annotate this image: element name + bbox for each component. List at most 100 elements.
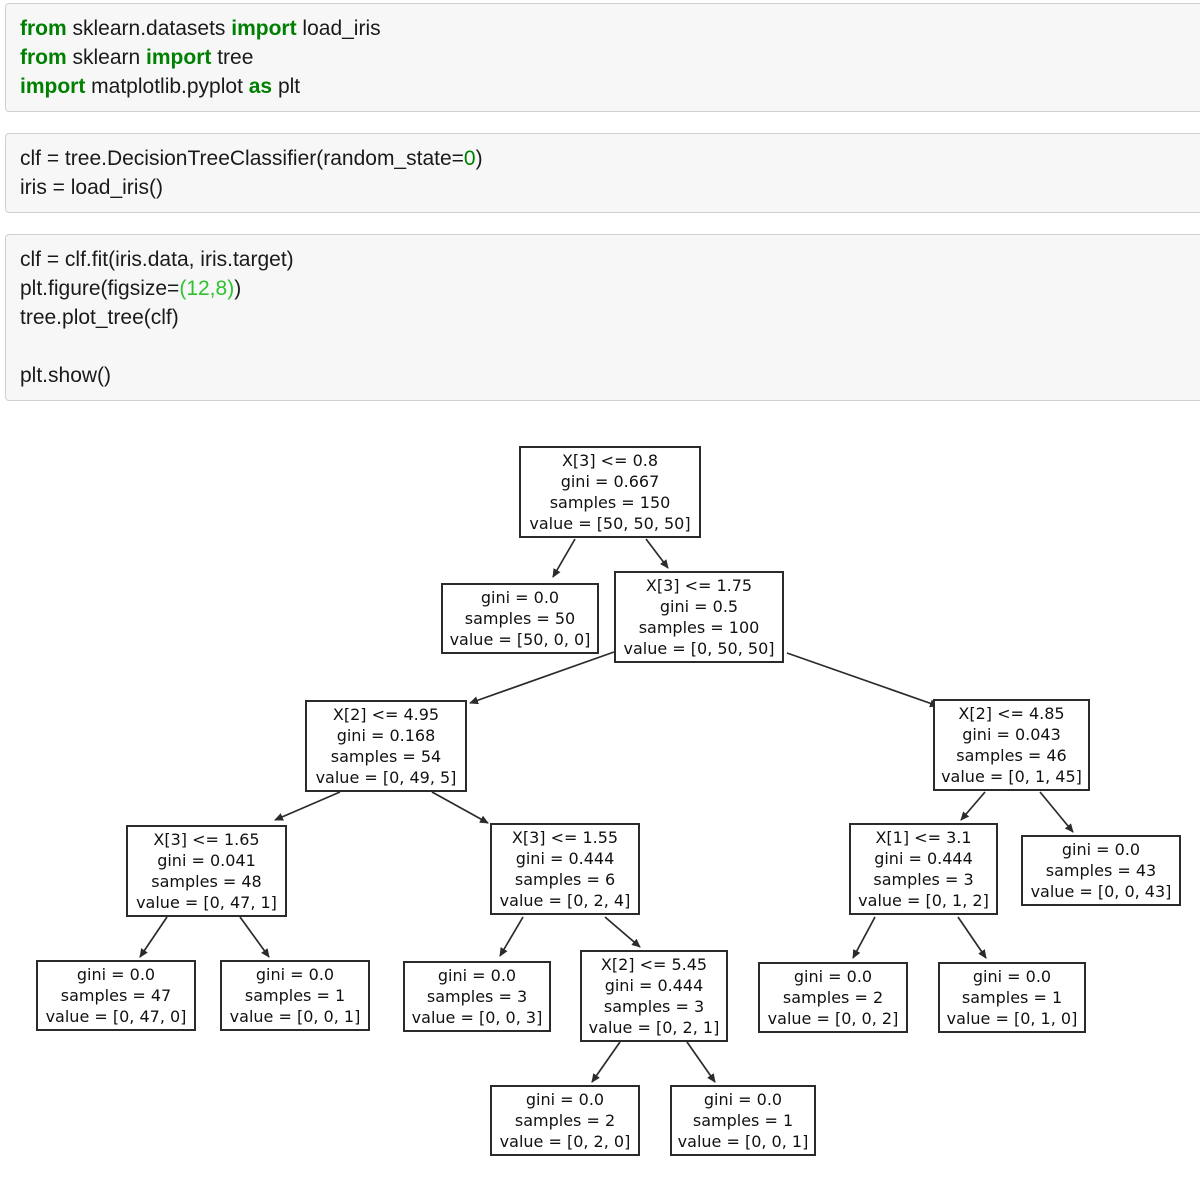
- tree-node-7: X[1] <= 3.1 gini = 0.444 samples = 3 val…: [849, 823, 998, 915]
- node-value: value = [0, 2, 1]: [588, 1018, 720, 1037]
- code-line-blank: [20, 332, 1193, 361]
- node-gini: gini = 0.0: [480, 588, 560, 607]
- code-token: ): [234, 277, 242, 300]
- code-token: clf = clf.fit(iris.data, iris.target): [20, 248, 294, 271]
- code-token: iris = load_iris(): [20, 176, 163, 199]
- code-token: plt: [272, 75, 301, 98]
- tree-node-0-root: X[3] <= 0.8 gini = 0.667 samples = 150 v…: [519, 446, 701, 538]
- node-gini: gini = 0.043: [962, 725, 1061, 744]
- node-samples: samples = 46: [956, 746, 1067, 765]
- code-token: matplotlib.pyplot: [85, 75, 249, 98]
- node-gini: gini = 0.667: [560, 472, 660, 491]
- node-samples: samples = 1: [692, 1111, 794, 1130]
- node-split-rule: X[3] <= 0.8: [561, 451, 659, 470]
- tree-node-13: gini = 0.0 samples = 2 value = [0, 0, 2]: [758, 962, 908, 1033]
- tree-node-9: gini = 0.0 samples = 47 value = [0, 47, …: [36, 960, 196, 1031]
- node-value: value = [0, 50, 50]: [623, 639, 775, 658]
- node-samples: samples = 2: [514, 1111, 616, 1130]
- node-samples: samples = 43: [1045, 861, 1157, 880]
- node-split-rule: X[1] <= 3.1: [875, 828, 972, 847]
- node-value: value = [0, 47, 1]: [136, 893, 277, 912]
- node-gini: gini = 0.5: [659, 597, 739, 616]
- code-line: tree.plot_tree(clf): [20, 303, 1193, 332]
- node-value: value = [0, 1, 45]: [941, 767, 1082, 786]
- node-samples: samples = 6: [514, 870, 616, 889]
- keyword-token: import: [146, 46, 212, 69]
- code-line: clf = clf.fit(iris.data, iris.target): [20, 245, 1193, 274]
- node-gini: gini = 0.0: [1061, 840, 1141, 859]
- node-samples: samples = 100: [638, 618, 760, 637]
- node-gini: gini = 0.444: [515, 849, 615, 868]
- node-gini: gini = 0.0: [793, 967, 873, 986]
- node-value: value = [0, 0, 43]: [1030, 882, 1172, 901]
- decision-tree-figure: X[3] <= 0.8 gini = 0.667 samples = 150 v…: [0, 440, 1200, 1177]
- code-line: clf = tree.DecisionTreeClassifier(random…: [20, 144, 1193, 173]
- node-gini: gini = 0.0: [255, 965, 335, 984]
- tree-edge: [139, 916, 168, 958]
- code-cell-classifier[interactable]: clf = tree.DecisionTreeClassifier(random…: [5, 133, 1200, 213]
- tree-node-8: gini = 0.0 samples = 43 value = [0, 0, 4…: [1021, 835, 1181, 906]
- tree-node-1: gini = 0.0 samples = 50 value = [50, 0, …: [441, 583, 599, 654]
- node-samples: samples = 1: [244, 986, 346, 1005]
- node-value: value = [50, 50, 50]: [529, 514, 691, 533]
- code-token: plt.figure(figsize=: [20, 277, 180, 300]
- code-cell-plot[interactable]: clf = clf.fit(iris.data, iris.target) pl…: [5, 234, 1200, 401]
- code-token: plt.show(): [20, 364, 112, 387]
- node-value: value = [0, 0, 3]: [411, 1008, 543, 1027]
- code-line: import matplotlib.pyplot as plt: [20, 72, 1193, 101]
- node-samples: samples = 50: [464, 609, 576, 628]
- node-gini: gini = 0.0: [525, 1090, 605, 1109]
- node-samples: samples = 48: [151, 872, 262, 891]
- tree-edge: [499, 916, 524, 957]
- code-token: clf = tree.DecisionTreeClassifier(random…: [20, 147, 464, 170]
- tree-edge: [1039, 791, 1074, 833]
- tree-edge: [604, 916, 641, 948]
- node-split-rule: X[3] <= 1.55: [511, 828, 619, 847]
- tree-node-5: X[3] <= 1.65 gini = 0.041 samples = 48 v…: [126, 825, 287, 917]
- node-split-rule: X[2] <= 5.45: [600, 955, 708, 974]
- number-token: 0: [463, 147, 476, 170]
- tree-edge: [469, 651, 615, 705]
- node-gini: gini = 0.444: [604, 976, 704, 995]
- keyword-token: import: [20, 75, 86, 98]
- node-value: value = [0, 1, 2]: [858, 891, 989, 910]
- node-samples: samples = 3: [873, 870, 974, 889]
- tree-edge: [960, 791, 986, 821]
- code-line: plt.figure(figsize=(12,8)): [20, 274, 1193, 303]
- code-token: sklearn: [66, 46, 147, 69]
- node-split-rule: X[2] <= 4.95: [332, 705, 440, 724]
- tree-node-6: X[3] <= 1.55 gini = 0.444 samples = 6 va…: [490, 823, 640, 915]
- node-samples: samples = 47: [60, 986, 172, 1005]
- node-split-rule: X[3] <= 1.65: [153, 830, 260, 849]
- code-token: load_iris: [296, 17, 381, 40]
- tree-node-10: gini = 0.0 samples = 1 value = [0, 0, 1]: [220, 960, 370, 1031]
- tree-edge: [552, 538, 576, 578]
- keyword-token: import: [231, 17, 297, 40]
- node-samples: samples = 3: [603, 997, 705, 1016]
- code-token: tree.plot_tree(clf): [20, 306, 179, 329]
- node-gini: gini = 0.041: [157, 851, 256, 870]
- tree-edge: [239, 916, 270, 958]
- node-samples: samples = 150: [549, 493, 671, 512]
- keyword-token: from: [20, 46, 67, 69]
- tree-edge: [591, 1041, 621, 1083]
- node-samples: samples = 2: [782, 988, 884, 1007]
- code-cell-imports[interactable]: from sklearn.datasets import load_iris f…: [5, 3, 1200, 112]
- code-line: iris = load_iris(): [20, 173, 1193, 202]
- node-gini: gini = 0.0: [76, 965, 156, 984]
- code-token: ): [475, 147, 483, 170]
- tree-edges-layer: [139, 538, 1074, 1083]
- node-value: value = [0, 2, 4]: [499, 891, 631, 910]
- node-split-rule: X[2] <= 4.85: [958, 704, 1065, 723]
- tree-edge: [686, 1041, 716, 1083]
- code-line: from sklearn.datasets import load_iris: [20, 14, 1193, 43]
- node-gini: gini = 0.444: [874, 849, 973, 868]
- tree-node-16: gini = 0.0 samples = 1 value = [0, 0, 1]: [670, 1085, 816, 1156]
- node-gini: gini = 0.0: [972, 967, 1052, 986]
- node-gini: gini = 0.0: [437, 966, 517, 985]
- node-gini: gini = 0.168: [336, 726, 436, 745]
- tuple-literal-token: (12,8): [179, 277, 235, 300]
- tree-node-15: gini = 0.0 samples = 2 value = [0, 2, 0]: [490, 1085, 640, 1156]
- code-token: tree: [211, 46, 254, 69]
- node-gini: gini = 0.0: [703, 1090, 783, 1109]
